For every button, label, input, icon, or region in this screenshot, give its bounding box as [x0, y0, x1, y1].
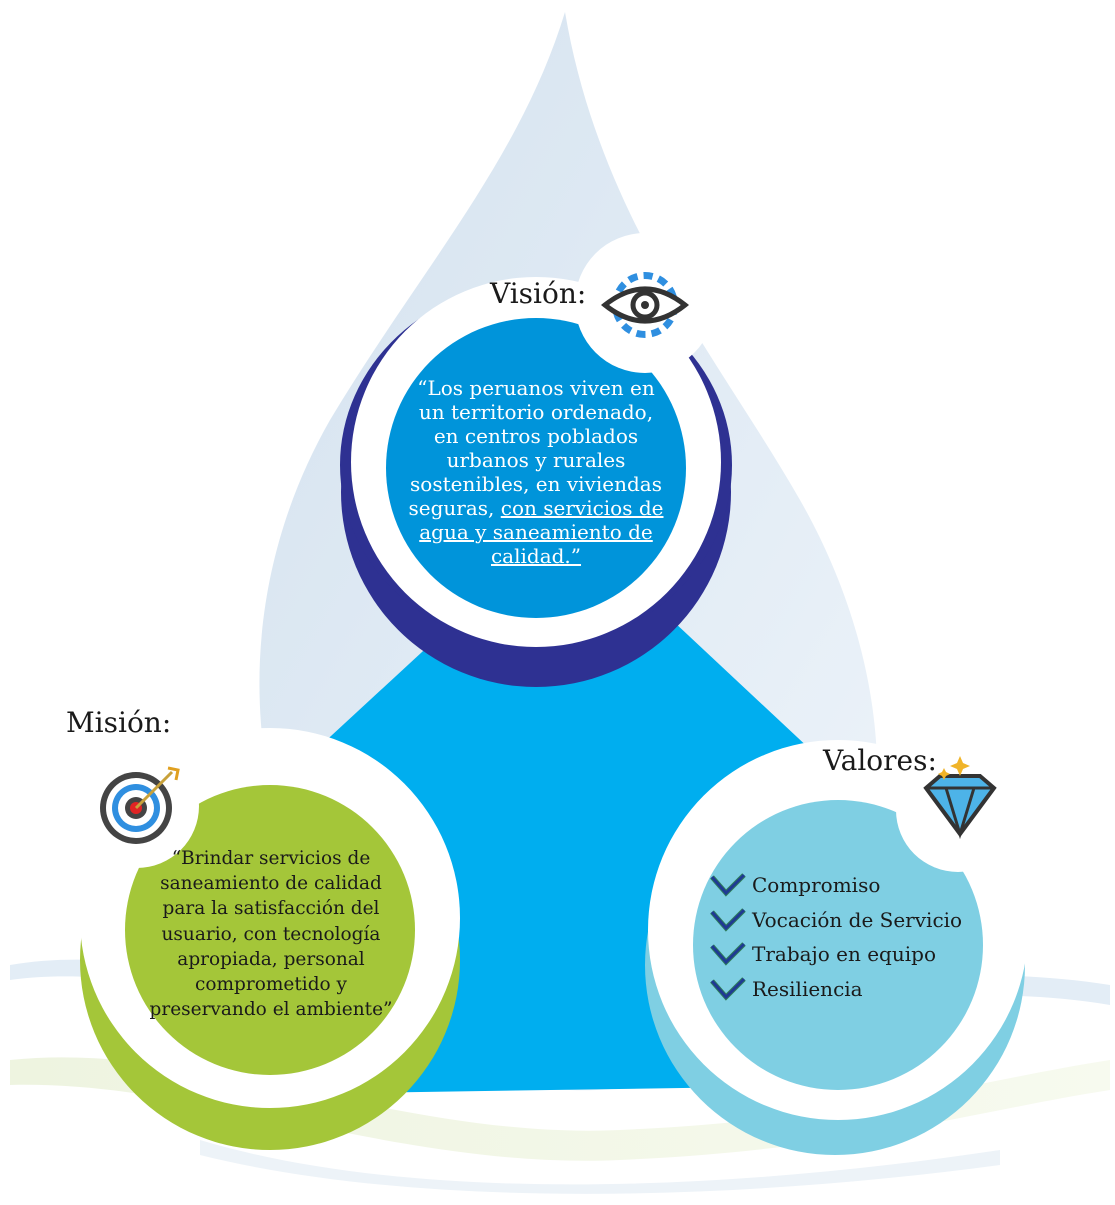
eye-gear-icon — [600, 272, 690, 338]
target-arrow-icon — [100, 766, 180, 844]
checkmark-icon — [710, 976, 746, 1001]
valores-label: Valores: — [823, 744, 937, 777]
vision-statement-underlined: con servicios de agua y saneamiento de c… — [419, 496, 664, 568]
valores-item: Vocación de Servicio — [710, 903, 1000, 938]
checkmark-icon — [710, 873, 746, 897]
mision-label: Misión: — [66, 706, 172, 739]
checkmark-icon — [710, 907, 746, 932]
valores-item-label: Trabajo en equipo — [752, 942, 936, 967]
valores-item-label: Vocación de Servicio — [752, 907, 963, 932]
wave-band-bottom — [200, 1140, 1000, 1194]
valores-item: Trabajo en equipo — [710, 937, 1000, 972]
mision-circle-group — [75, 728, 460, 1150]
vision-label: Visión: — [490, 277, 587, 310]
vision-statement-text: “Los peruanos viven en un territorio ord… — [408, 376, 662, 520]
vision-statement: “Los peruanos viven en un territorio ord… — [404, 376, 668, 568]
checkmark-icon — [710, 942, 746, 966]
valores-item-label: Resiliencia — [752, 976, 863, 1001]
valores-item: Compromiso — [710, 868, 1000, 903]
valores-item: Resiliencia — [710, 972, 1000, 1007]
diamond-sparkle-icon — [923, 756, 997, 840]
valores-item-label: Compromiso — [752, 873, 881, 898]
mision-statement: “Brindar servicios de saneamiento de cal… — [149, 848, 393, 1021]
